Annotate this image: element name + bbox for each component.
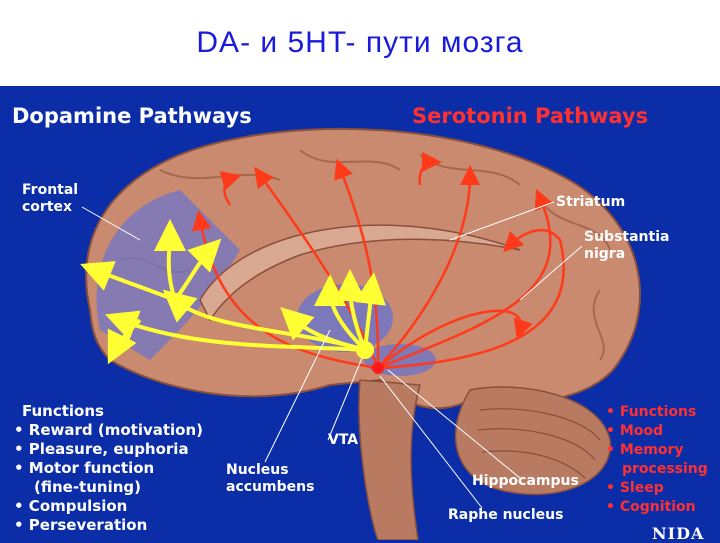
list-item: • Perseveration — [14, 516, 148, 534]
list-item: • Mood — [606, 423, 664, 439]
label-frontal-cortex: Frontal cortex — [22, 182, 79, 215]
label-vta: VTA — [328, 432, 359, 448]
list-item: • Compulsion — [14, 497, 128, 515]
label-hippocampus: Hippocampus — [472, 473, 579, 489]
label-raphe-nucleus: Raphe nucleus — [448, 507, 564, 523]
vta-dot — [356, 341, 374, 359]
serotonin-header: Serotonin Pathways — [412, 104, 649, 128]
dopamine-functions-heading: Functions — [22, 402, 104, 420]
brain-hemisphere — [85, 127, 641, 410]
brainstem — [358, 379, 421, 540]
list-item: processing — [622, 461, 708, 477]
list-item: • Memory — [606, 442, 684, 458]
list-item: • Motor function — [14, 459, 155, 477]
dopamine-functions-list: Functions • Reward (motivation) • Pleasu… — [14, 402, 203, 535]
dopamine-header: Dopamine Pathways — [12, 104, 252, 128]
serotonin-functions-heading: • Functions — [606, 404, 697, 420]
nida-logo: NIDA — [652, 524, 705, 543]
label-striatum: Striatum — [556, 194, 626, 210]
slide-title: DA- и 5HT- пути мозга — [196, 26, 524, 59]
slide-title-bar: DA- и 5HT- пути мозга — [0, 0, 720, 86]
label-nucleus-accumbens: Nucleus accumbens — [226, 462, 315, 495]
list-item: • Sleep — [606, 480, 664, 496]
list-item: • Cognition — [606, 499, 696, 515]
list-item: • Pleasure, euphoria — [14, 440, 189, 458]
label-substantia-nigra: Substantia nigra — [584, 229, 670, 262]
list-item: (fine-tuning) — [34, 478, 141, 496]
raphe-nucleus-dot — [372, 362, 384, 374]
serotonin-functions-list: • Functions • Mood • Memory processing •… — [606, 403, 708, 517]
list-item: • Reward (motivation) — [14, 421, 204, 439]
